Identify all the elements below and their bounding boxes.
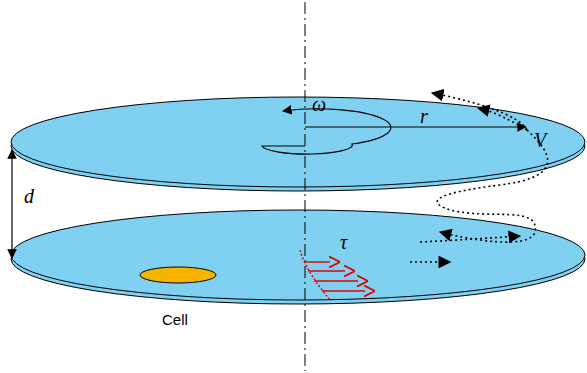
flow-streamline	[437, 130, 547, 242]
flow-streamline	[420, 236, 520, 242]
flow-streamline	[478, 108, 527, 130]
top-plate	[11, 97, 585, 187]
radius-arrow	[305, 126, 526, 127]
radius-label: r	[420, 106, 428, 126]
rotation-axis	[305, 2, 306, 371]
shear-profile	[300, 250, 330, 300]
shear-arrows	[304, 262, 365, 291]
shear-stress-label: τ	[340, 232, 347, 252]
shear-arrow	[322, 290, 365, 291]
velocity-label: V	[534, 130, 546, 150]
cell-shape	[140, 267, 216, 283]
flow-streamline	[410, 261, 450, 263]
rotation-arrow	[262, 109, 391, 154]
shear-arrow	[308, 270, 345, 271]
flow-streamline	[432, 93, 527, 130]
bottom-plate	[11, 210, 585, 300]
gap-dimension-arrow	[11, 150, 12, 258]
angular-velocity-label: ω	[312, 94, 326, 114]
cell-label: Cell	[162, 312, 188, 327]
gap-label: d	[24, 186, 34, 206]
shear-arrow	[314, 280, 358, 281]
shear-arrow	[304, 261, 330, 262]
